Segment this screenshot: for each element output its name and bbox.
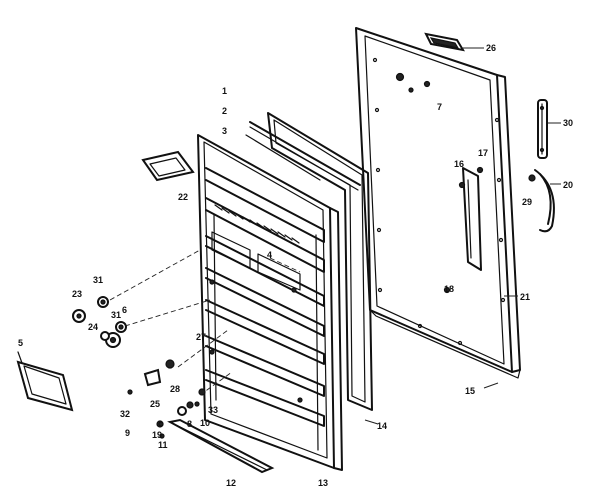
callout-15: 15 xyxy=(465,386,475,396)
callout-28: 28 xyxy=(170,384,180,394)
callout-20: 20 xyxy=(563,180,573,190)
callout-33: 33 xyxy=(208,405,218,415)
door-handle-grip xyxy=(528,169,555,233)
cam-part-31a xyxy=(97,296,109,308)
callout-8: 8 xyxy=(187,419,192,429)
callout-21: 21 xyxy=(520,292,530,302)
leader-lines xyxy=(109,47,561,425)
callout-9: 9 xyxy=(125,428,130,438)
callout-12: 12 xyxy=(226,478,236,488)
callout-24: 24 xyxy=(88,322,98,332)
callout-26: 26 xyxy=(486,43,496,53)
door-handle-bar xyxy=(537,99,548,159)
cam-part-31b xyxy=(115,321,127,333)
callout-27: 27 xyxy=(196,332,206,342)
callout-32: 32 xyxy=(120,409,130,419)
cam-part-23 xyxy=(72,309,86,323)
top-trim-cap xyxy=(424,32,466,52)
bottom-trim-strip xyxy=(156,418,275,474)
callout-13: 13 xyxy=(318,478,328,488)
callout-1: 1 xyxy=(222,86,227,96)
door-gasket xyxy=(267,112,373,411)
vent-grill xyxy=(214,204,300,244)
callout-18: 18 xyxy=(444,284,454,294)
callout-31b: 31 xyxy=(111,310,121,320)
small-tray xyxy=(141,150,195,182)
inner-door-liner xyxy=(197,134,343,471)
callout-29: 29 xyxy=(522,197,532,207)
breaker-strip xyxy=(245,121,361,191)
cam-part-24 xyxy=(100,331,121,348)
callout-17: 17 xyxy=(478,148,488,158)
callout-6: 6 xyxy=(122,305,127,315)
hinge-bracket xyxy=(16,351,74,412)
callout-7: 7 xyxy=(437,102,442,112)
callout-2: 2 xyxy=(222,106,227,116)
callout-4: 4 xyxy=(267,250,272,260)
hinge-pin-assembly xyxy=(127,359,206,427)
panel-fastener-holes xyxy=(372,57,506,346)
callout-25: 25 xyxy=(150,399,160,409)
callout-5: 5 xyxy=(18,338,23,348)
outer-door-panel xyxy=(355,27,521,379)
callout-23: 23 xyxy=(72,289,82,299)
callout-30: 30 xyxy=(563,118,573,128)
callout-3: 3 xyxy=(222,126,227,136)
screw-icon xyxy=(423,80,431,88)
screw-icon xyxy=(395,72,405,82)
screw-icon xyxy=(408,87,414,93)
callout-31a: 31 xyxy=(93,275,103,285)
callout-16: 16 xyxy=(454,159,464,169)
callout-22: 22 xyxy=(178,192,188,202)
callout-11: 11 xyxy=(158,440,168,450)
callout-10: 10 xyxy=(200,418,210,428)
handle-plate xyxy=(443,166,484,294)
callout-19: 19 xyxy=(152,430,162,440)
callout-14: 14 xyxy=(377,421,387,431)
callout-labels: 1 2 3 4 5 6 7 8 9 10 11 12 13 14 15 16 1… xyxy=(18,43,573,488)
